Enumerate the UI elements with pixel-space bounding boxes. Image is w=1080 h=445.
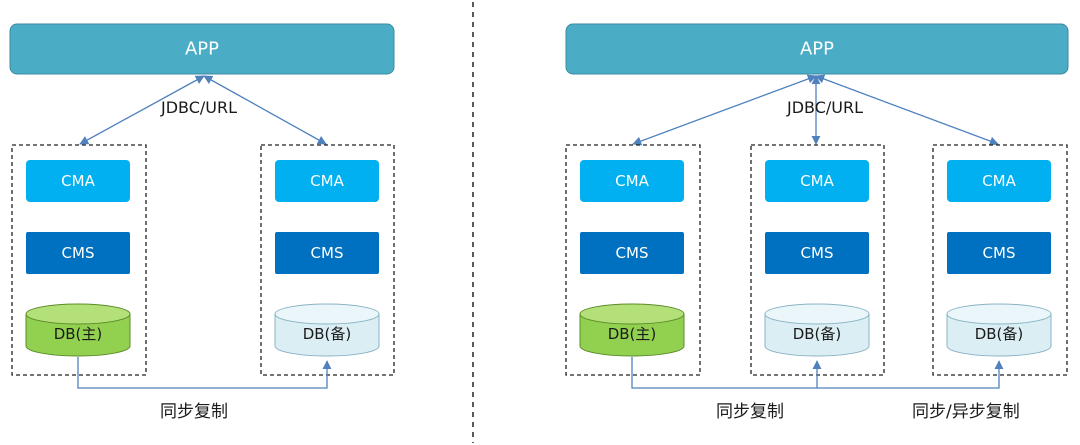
left-scenario: APP JDBC/URL CMA CMS DB(主) CMA CMS: [9, 23, 395, 422]
cms-label: CMS: [616, 244, 649, 262]
db-primary-cylinder: [579, 303, 685, 357]
cma-label: CMA: [800, 172, 834, 190]
right-replication-line-1: [631, 357, 822, 389]
cms-box: [275, 232, 379, 274]
right-app-label: APP: [800, 39, 834, 60]
left-app-box: [9, 23, 395, 75]
node-container: [932, 144, 1068, 376]
node-container: [565, 144, 701, 376]
cms-label: CMS: [983, 244, 1016, 262]
cms-label: CMS: [801, 244, 834, 262]
left-node-1: CMA CMS DB(主): [11, 144, 147, 376]
right-jdbc-label: JDBC/URL: [786, 98, 863, 117]
db-standby-cylinder: [274, 303, 380, 357]
db-standby-cylinder: [946, 303, 1052, 357]
cms-label: CMS: [311, 244, 344, 262]
cma-box: [275, 160, 379, 202]
left-app-label: APP: [185, 39, 219, 60]
db-label: DB(备): [793, 325, 842, 343]
db-label: DB(主): [608, 325, 657, 343]
cms-box: [580, 232, 684, 274]
right-replication-line-2: [817, 360, 1004, 389]
db-label: DB(备): [303, 325, 352, 343]
cms-box: [26, 232, 130, 274]
cms-label: CMS: [62, 244, 95, 262]
right-connector-1: [632, 74, 817, 146]
cma-label: CMA: [310, 172, 344, 190]
cma-box: [580, 160, 684, 202]
right-node-1: CMA CMS DB(主): [565, 144, 701, 376]
right-scenario: APP JDBC/URL CMA CMS DB(主) CMA CMS: [565, 23, 1069, 422]
left-replication-line: [77, 357, 332, 389]
left-replication-label: 同步复制: [160, 402, 228, 422]
db-primary-cylinder: [25, 303, 131, 357]
left-node-2: CMA CMS DB(备): [260, 144, 395, 376]
cms-box: [947, 232, 1051, 274]
node-container: [11, 144, 147, 376]
cma-box: [26, 160, 130, 202]
db-standby-cylinder: [764, 303, 870, 357]
right-connector-3: [815, 74, 999, 146]
cma-label: CMA: [61, 172, 95, 190]
right-node-3: CMA CMS DB(备): [932, 144, 1068, 376]
right-replication-label-2: 同步/异步复制: [912, 402, 1020, 422]
right-app-box: [565, 23, 1069, 75]
cma-label: CMA: [982, 172, 1016, 190]
left-connector-1: [79, 75, 205, 145]
cma-label: CMA: [615, 172, 649, 190]
db-label: DB(备): [975, 325, 1024, 343]
right-replication-label-1: 同步复制: [716, 402, 784, 422]
right-node-2: CMA CMS DB(备): [750, 144, 885, 376]
cma-box: [947, 160, 1051, 202]
cma-box: [765, 160, 869, 202]
db-label: DB(主): [54, 325, 103, 343]
left-connector-2: [203, 75, 327, 145]
left-jdbc-label: JDBC/URL: [160, 98, 237, 117]
cms-box: [765, 232, 869, 274]
